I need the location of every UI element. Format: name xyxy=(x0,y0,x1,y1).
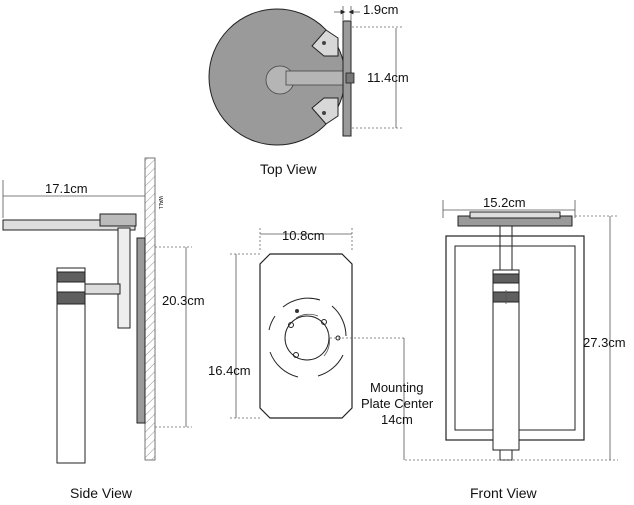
side-view-wall-plate xyxy=(136,237,146,424)
top-view-arm xyxy=(285,70,347,86)
mounting-plate-hole-b xyxy=(293,352,299,358)
side-view-socket-upper xyxy=(56,271,86,283)
top-view-screw-2 xyxy=(322,111,326,115)
top-view-depth-label: 1.9cm xyxy=(363,2,398,17)
side-view-top-arm-cap xyxy=(99,213,137,227)
mounting-plate-hole-a xyxy=(288,322,294,328)
top-view-lower-bracket xyxy=(311,97,339,125)
front-view-top-cap xyxy=(469,211,561,219)
mounting-plate-slot-1 xyxy=(282,297,321,308)
side-view-caption: Side View xyxy=(70,485,133,501)
front-view-height-label: 27.3cm xyxy=(583,335,626,350)
side-view-wall-label: WALL xyxy=(157,196,163,210)
side-view-cross-arm xyxy=(83,283,121,295)
mounting-plate-slot-4 xyxy=(269,351,299,378)
mounting-center-value: 14cm xyxy=(381,412,413,427)
side-view-extension-label: 17.1cm xyxy=(45,181,88,196)
mounting-plate-slot-3 xyxy=(317,354,344,377)
mounting-plate-hole-c xyxy=(321,319,327,325)
mounting-plate-slot-inner-1 xyxy=(295,313,319,319)
mounting-center-line2: Plate Center xyxy=(361,396,434,411)
top-view-screw-1 xyxy=(322,41,326,45)
side-view-socket-lower xyxy=(56,291,86,305)
side-view-stem xyxy=(117,227,131,329)
mounting-plate-ground-screw xyxy=(295,309,299,313)
mounting-plate-slot-5 xyxy=(268,315,276,331)
front-view: 15.2cm 27.3cm Mounting Plate Center 14cm… xyxy=(361,195,626,501)
side-view-height-label: 20.3cm xyxy=(162,293,205,308)
plate-height-label: 16.4cm xyxy=(208,363,251,378)
mounting-center-line1: Mounting xyxy=(370,380,423,395)
mounting-plate-slot-inner-2 xyxy=(323,331,330,357)
mounting-plate-slot-2 xyxy=(331,305,347,337)
top-view-mount-knob xyxy=(345,72,355,84)
top-view-caption: Top View xyxy=(260,161,317,177)
front-view-socket-upper xyxy=(492,273,520,284)
top-view-plate-height-label: 11.4cm xyxy=(367,70,409,85)
front-view-width-label: 15.2cm xyxy=(483,195,526,210)
side-view: WALL 17.1cm 20.3cm Side View xyxy=(2,157,205,501)
mounting-plate-center-hole xyxy=(284,315,330,361)
top-view: 1.9cm 11.4cm Top View xyxy=(208,2,409,177)
plate-width-label: 10.8cm xyxy=(282,228,325,243)
front-view-caption: Front View xyxy=(470,485,538,501)
side-view-wall xyxy=(144,157,156,461)
mounting-plate-view: 10.8cm 16.4cm xyxy=(208,228,404,419)
